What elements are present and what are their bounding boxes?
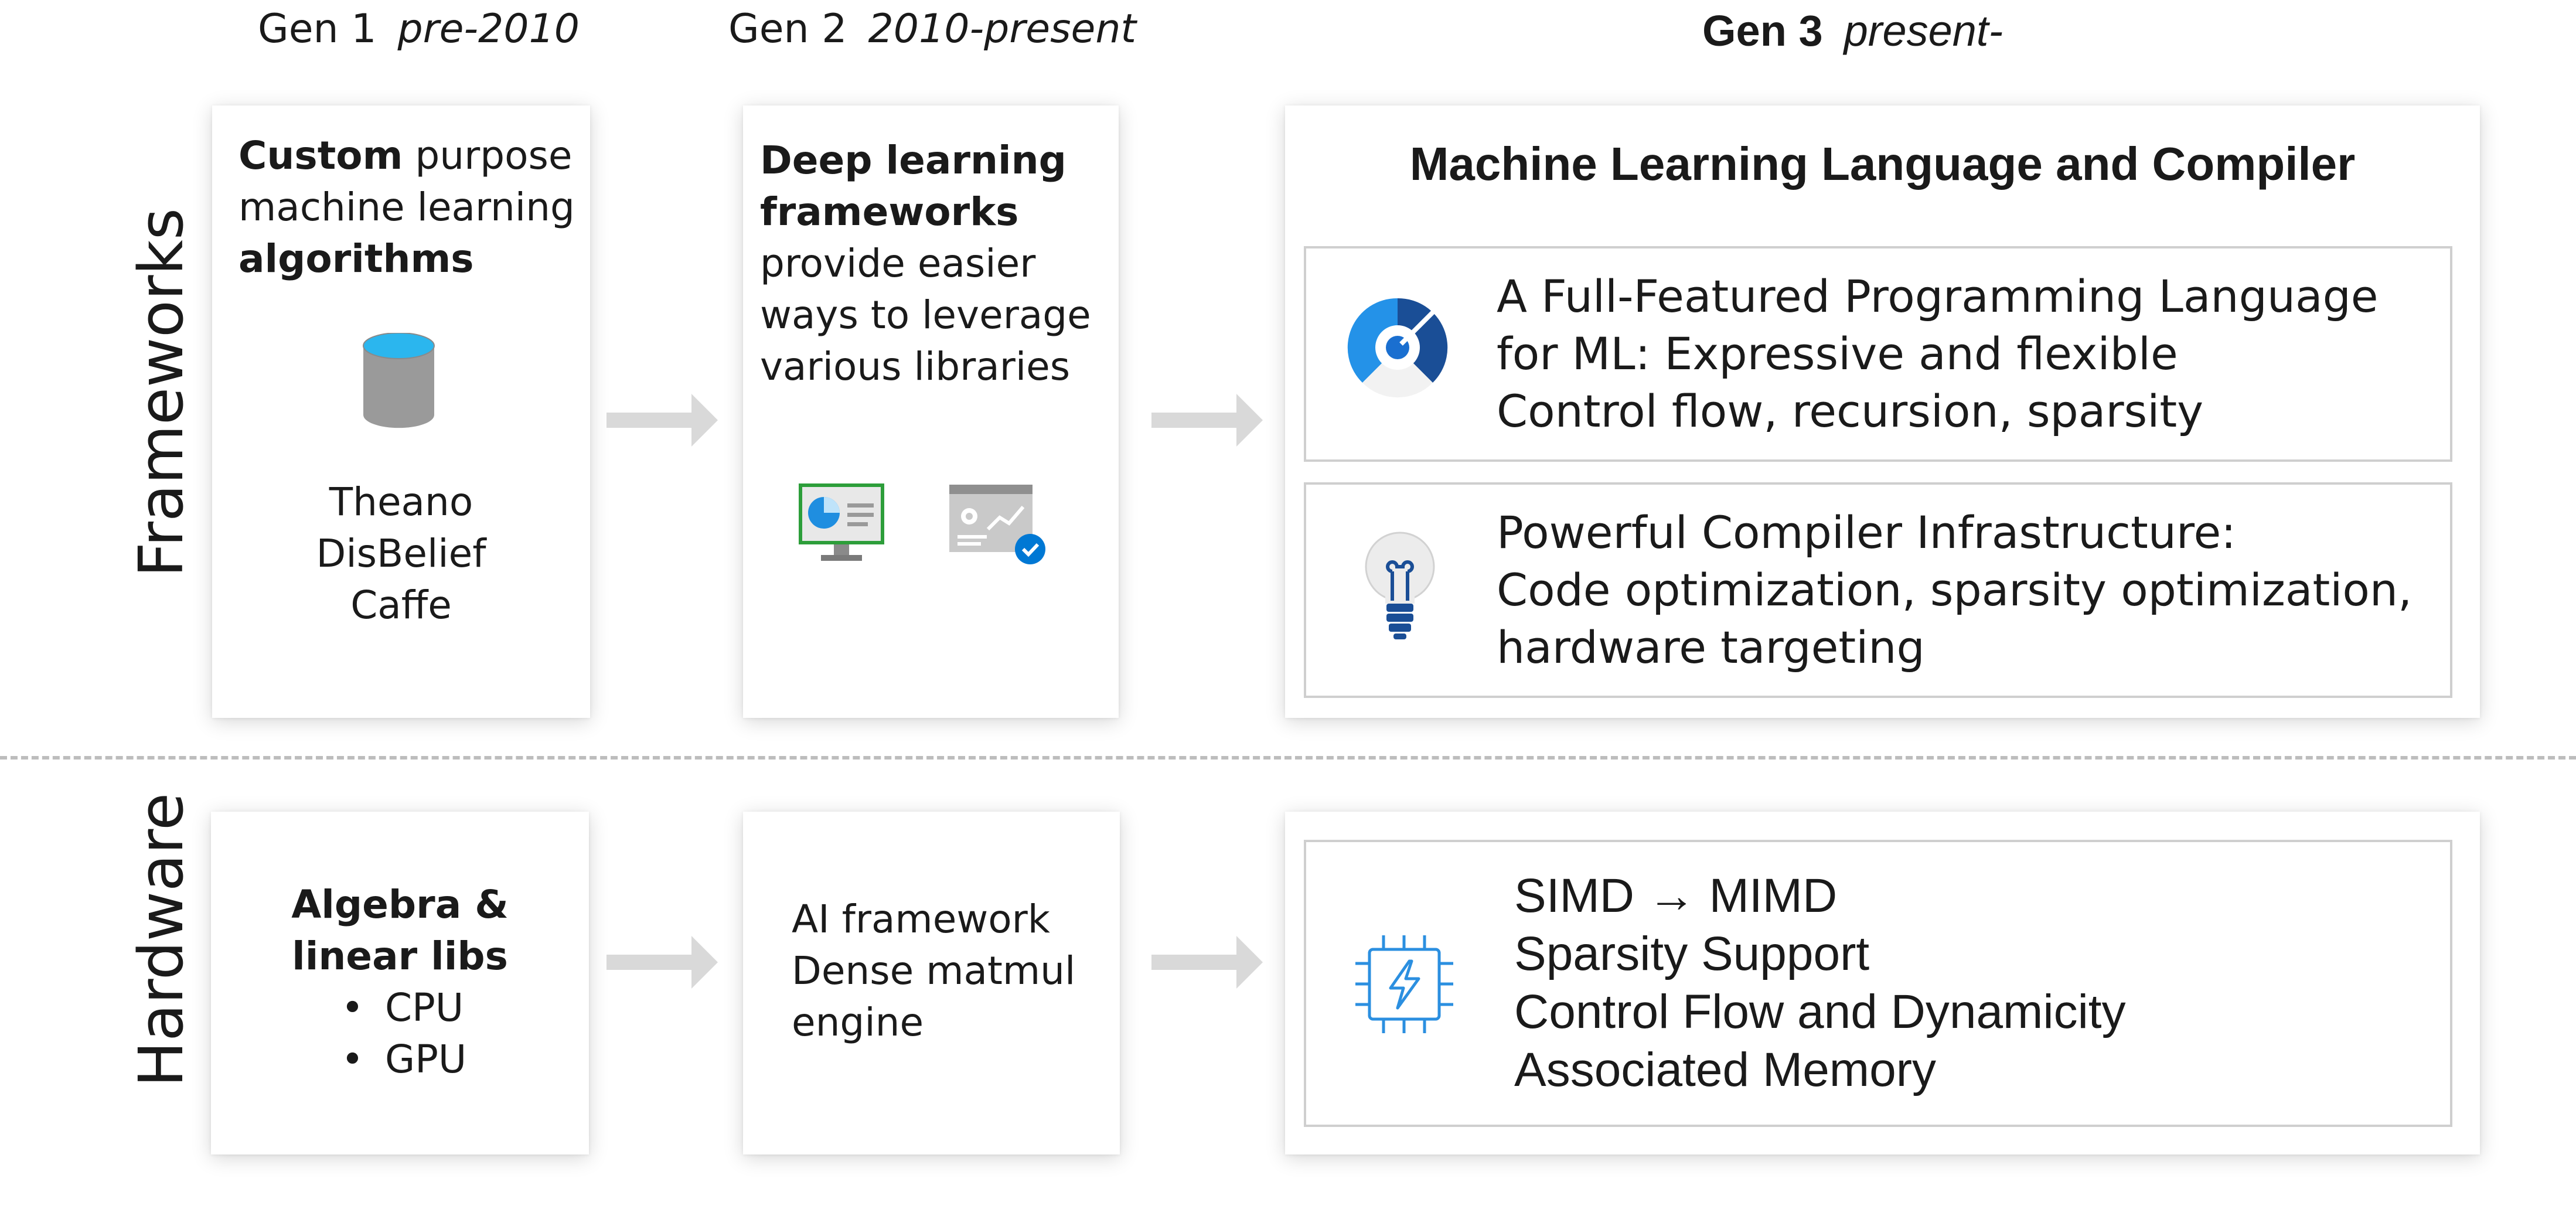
arrow-right-icon	[606, 394, 718, 447]
desc-line: various libraries	[760, 344, 1071, 389]
chip-icon	[1353, 933, 1456, 1036]
monitor-chart-icon	[798, 482, 885, 564]
compiler-box-text: Powerful Compiler Infrastructure: Code o…	[1497, 504, 2412, 676]
frameworks-gen1-title: Custom purpose machine learning algorith…	[238, 130, 584, 285]
text-line: Code optimization, sparsity optimization…	[1497, 564, 2413, 616]
gen3-title: Machine Learning Language and Compiler	[1409, 138, 2356, 190]
language-box: A Full-Featured Programming Language for…	[1304, 246, 2452, 462]
arrow-right-icon	[1151, 394, 1263, 447]
list-item: Theano	[329, 479, 473, 525]
dashboard-check-icon	[948, 483, 1048, 568]
title-rest: purpose	[403, 133, 573, 178]
hardware-row-label: Hardware	[125, 792, 197, 1087]
list-item: CPU	[341, 982, 466, 1034]
gen1-header: Gen 1 pre-2010	[258, 6, 580, 52]
text-line: Control flow, recursion, sparsity	[1497, 385, 2204, 437]
title-bold-algorithms: algorithms	[238, 236, 474, 281]
gauge-icon	[1345, 292, 1450, 398]
frameworks-gen2-title: Deep learning frameworks provide easier …	[760, 135, 1112, 393]
gen1-years: pre-2010	[397, 6, 580, 52]
language-box-text: A Full-Featured Programming Language for…	[1497, 268, 2379, 440]
hardware-gen3-card: SIMD → MIMD Sparsity Support Control Flo…	[1285, 812, 2480, 1154]
list-item: DisBelief	[316, 531, 486, 576]
hardware-gen2-text: AI framework Dense matmul engine	[792, 894, 1120, 1048]
gen2-label: Gen 2	[728, 6, 847, 52]
gen3-label: Gen 3	[1702, 6, 1823, 55]
text-line: Powerful Compiler Infrastructure:	[1497, 506, 2236, 558]
lightbulb-icon	[1362, 530, 1438, 642]
gen2-years: 2010-present	[868, 6, 1137, 52]
gen1-label: Gen 1	[258, 6, 377, 52]
frameworks-gen2-card: Deep learning frameworks provide easier …	[743, 105, 1119, 718]
hardware-gen2-card: AI framework Dense matmul engine	[743, 812, 1120, 1154]
text-line: for ML: Expressive and flexible	[1497, 328, 2178, 380]
text-line: Control Flow and Dynamicity	[1514, 985, 2126, 1038]
title-bold-custom: Custom	[238, 133, 403, 178]
desc-line: ways to leverage	[760, 292, 1091, 338]
gen3-header: Gen 3 present-	[1702, 6, 2003, 56]
row-divider	[0, 756, 2576, 760]
frameworks-row-label: Frameworks	[125, 208, 197, 577]
text-line: AI framework	[792, 897, 1051, 942]
arrow-right-icon	[606, 936, 718, 989]
list-item: Caffe	[350, 583, 452, 628]
gen2-header: Gen 2 2010-present	[728, 6, 1136, 52]
text-line: Sparsity Support	[1514, 927, 1870, 980]
hardware-gen1-list: CPU GPU	[341, 982, 466, 1085]
text-line: A Full-Featured Programming Language	[1497, 270, 2379, 322]
text-line: Dense matmul	[792, 948, 1076, 993]
hardware-gen3-box: SIMD → MIMD Sparsity Support Control Flo…	[1304, 840, 2452, 1127]
hardware-gen3-text: SIMD → MIMD Sparsity Support Control Flo…	[1514, 867, 2126, 1099]
hardware-gen1-card: Algebra & linear libs CPU GPU	[211, 812, 589, 1154]
compiler-box: Powerful Compiler Infrastructure: Code o…	[1304, 482, 2452, 698]
text-line: engine	[792, 1000, 924, 1045]
list-item: GPU	[341, 1034, 466, 1085]
frameworks-gen3-card: Machine Learning Language and Compiler A…	[1285, 105, 2480, 718]
hardware-gen1-title: Algebra & linear libs	[211, 879, 589, 982]
frameworks-gen1-card: Custom purpose machine learning algorith…	[212, 105, 590, 718]
title-line-2: machine learning	[238, 185, 575, 230]
title-line-2: frameworks	[760, 189, 1019, 234]
text-line: hardware targeting	[1497, 621, 1925, 673]
title-line-1: Deep learning	[760, 138, 1066, 183]
title-line-2: linear libs	[292, 934, 508, 979]
title-line-1: Algebra &	[291, 882, 509, 927]
database-icon	[362, 332, 435, 430]
gen3-years: present-	[1844, 6, 2003, 55]
frameworks-gen1-list: Theano DisBelief Caffe	[212, 476, 590, 631]
text-line: SIMD → MIMD	[1514, 869, 1838, 922]
arrow-right-icon	[1151, 936, 1263, 989]
text-line: Associated Memory	[1514, 1043, 1937, 1096]
desc-line: provide easier	[760, 241, 1036, 286]
